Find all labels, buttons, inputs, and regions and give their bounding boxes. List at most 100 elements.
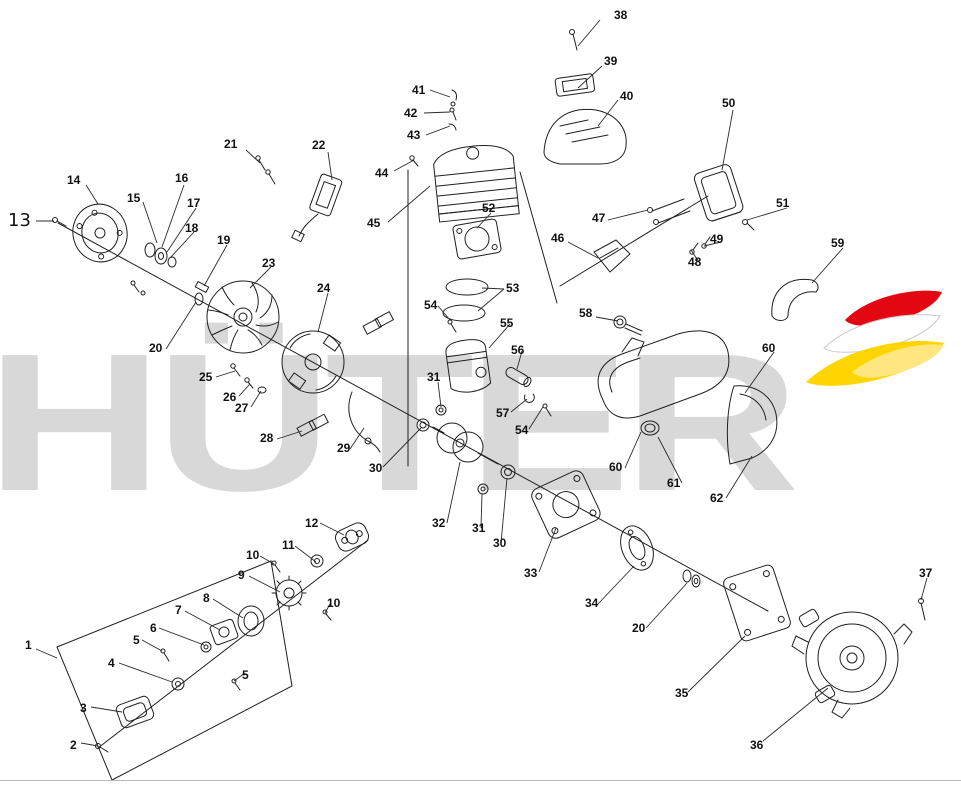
callout-52: 52 (482, 201, 496, 215)
part-handle-bracket (771, 278, 819, 321)
callout-36: 36 (750, 738, 764, 752)
part-washer-20a (194, 292, 204, 306)
callout-31b: 31 (472, 521, 486, 535)
callout-47: 47 (592, 211, 606, 225)
part-pin-and-clips (447, 319, 552, 417)
callout-51: 51 (776, 196, 790, 210)
part-drawings (52, 29, 926, 781)
callout-18: 18 (185, 221, 199, 235)
part-piston (445, 339, 492, 393)
callout-54: 54 (424, 298, 438, 312)
part-clutch-cover (620, 525, 654, 571)
callout-4: 4 (108, 656, 115, 670)
part-ignition-coil (291, 173, 343, 243)
callout-20: 20 (149, 341, 163, 355)
callout-60b: 60 (609, 460, 623, 474)
part-hardware-41-44 (409, 89, 457, 167)
part-washers-20b (682, 569, 701, 588)
callout-62: 62 (710, 491, 724, 505)
callout-38: 38 (614, 8, 628, 22)
callout-59: 59 (831, 236, 845, 250)
callout-21: 21 (224, 137, 238, 151)
part-crankcase (531, 470, 601, 539)
callout-48: 48 (688, 255, 702, 269)
part-key-19 (194, 280, 210, 294)
leader-lines (35, 19, 928, 747)
callout-14: 14 (67, 173, 81, 187)
bottom-divider (0, 780, 961, 781)
callout-3: 3 (80, 701, 87, 715)
part-flywheel (206, 280, 280, 354)
callout-57: 57 (496, 406, 510, 420)
part-air-filter-assembly (543, 29, 627, 165)
callout-27: 27 (235, 401, 249, 415)
callout-16: 16 (175, 171, 189, 185)
part-muffler-group (593, 164, 755, 273)
part-stator-plate (281, 330, 345, 394)
part-bolt-58 (613, 315, 643, 336)
callout-10b: 10 (327, 596, 341, 610)
part-fuel-tank (597, 330, 730, 436)
callout-54b: 54 (515, 423, 529, 437)
callout-28: 28 (260, 431, 274, 445)
callout-31: 31 (427, 370, 441, 384)
callout-24: 24 (317, 281, 331, 295)
callout-23: 23 (262, 256, 276, 270)
callout-35: 35 (675, 686, 689, 700)
callout-30b: 30 (493, 536, 507, 550)
callout-45: 45 (367, 216, 381, 230)
callout-34: 34 (585, 596, 599, 610)
part-clutch-cluster (95, 522, 370, 753)
callout-29: 29 (337, 441, 351, 455)
callout-44: 44 (375, 166, 389, 180)
callout-60: 60 (762, 341, 776, 355)
muffler-axis-line (559, 195, 709, 287)
part-starter-housing (791, 608, 913, 719)
callout-10: 10 (246, 548, 260, 562)
callout-9: 9 (238, 568, 245, 582)
callout-61: 61 (667, 476, 681, 490)
part-lead-wire-29 (348, 391, 381, 453)
part-piston-rings (442, 278, 489, 322)
callout-13: 13 (8, 210, 31, 231)
part-crankshaft-assembly (416, 404, 516, 495)
callout-53: 53 (506, 281, 520, 295)
callout-56: 56 (511, 343, 525, 357)
callout-5: 5 (133, 633, 140, 647)
callout-20b: 20 (632, 621, 646, 635)
callout-8: 8 (203, 591, 210, 605)
callout-41: 41 (412, 83, 426, 97)
part-mount-plate (723, 564, 791, 642)
callout-42: 42 (404, 106, 418, 120)
callout-7: 7 (175, 603, 182, 617)
callout-46: 46 (551, 231, 565, 245)
callout-43: 43 (407, 128, 421, 142)
part-washers-15-18 (130, 242, 177, 296)
callout-40: 40 (620, 89, 634, 103)
callout-11: 11 (282, 538, 295, 552)
callout-37: 37 (919, 566, 933, 580)
crank-axis-line (57, 222, 769, 612)
part-tank-guard (726, 385, 778, 465)
callout-49: 49 (710, 232, 724, 246)
part-screws-25-27 (230, 363, 267, 394)
part-screws-21 (255, 155, 276, 185)
callout-26: 26 (223, 390, 237, 404)
callout-6: 6 (150, 621, 157, 635)
callout-58: 58 (579, 306, 593, 320)
callout-50: 50 (722, 96, 736, 110)
part-gasket-52 (452, 218, 502, 260)
callout-17: 17 (187, 196, 201, 210)
callout-33: 33 (524, 566, 538, 580)
callout-22: 22 (312, 138, 326, 152)
part-bolt-13 (52, 217, 67, 227)
callout-39: 39 (604, 54, 618, 68)
callout-32: 32 (432, 516, 446, 530)
part-cylinder (433, 145, 520, 223)
callout-30: 30 (369, 461, 383, 475)
brand-swoosh-logo-icon (806, 290, 944, 386)
callout-2: 2 (70, 738, 77, 752)
